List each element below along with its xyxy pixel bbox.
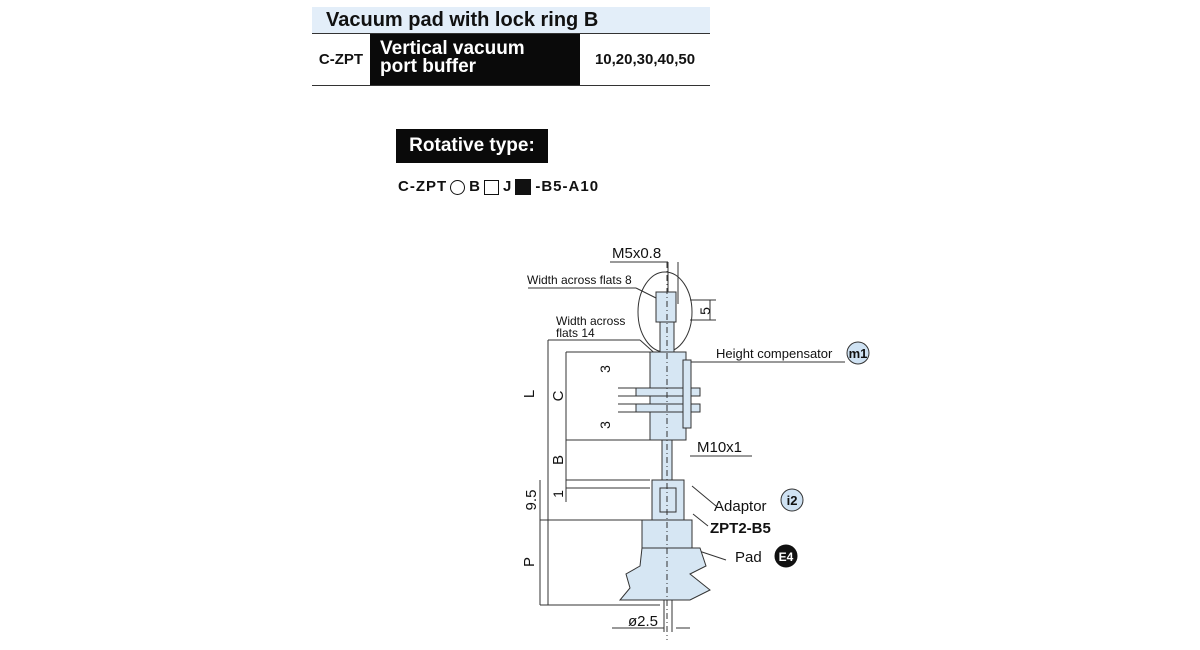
adaptor-inner	[659, 487, 677, 513]
dim-diameter-label: ø2.5	[628, 613, 658, 630]
width-flats-14-line2: flats 14	[556, 326, 595, 340]
spec-name-line2: port buffer	[380, 56, 477, 77]
model-prefix: C-ZPT	[398, 178, 448, 195]
dim-B-label: B	[550, 455, 567, 465]
buffer-body	[649, 351, 687, 389]
spec-sizes: 10,20,30,40,50	[594, 51, 696, 68]
adaptor-label: Adaptor	[714, 498, 767, 515]
circle-symbol-icon	[450, 179, 466, 195]
dim-9-5-label: 9.5	[523, 490, 540, 511]
width-flats-14-line1: Width across	[556, 314, 625, 328]
dim-3b-label: 3	[597, 421, 613, 429]
dim-C-label: C	[550, 390, 567, 401]
spec-name: Vertical vacuum port buffer	[370, 34, 580, 85]
assembly	[618, 291, 711, 601]
hex-fitting-top	[655, 291, 677, 323]
width-flats-8-label: Width across flats 8	[527, 273, 632, 287]
thread-top-label: M5x0.8	[612, 245, 661, 262]
dim-3a-label: 3	[597, 365, 613, 373]
adaptor-model-label: ZPT2-B5	[710, 520, 771, 537]
dim-5-label: 5	[697, 307, 713, 315]
i2-badge-icon	[780, 488, 804, 512]
model-suffix: -B5-A10	[535, 178, 600, 195]
buffer-body-lower	[649, 411, 687, 441]
model-number: C-ZPT B J -B5-A10	[398, 176, 599, 198]
m1-badge-icon	[846, 341, 870, 365]
pad-label: Pad	[735, 549, 762, 566]
filled-square-symbol-icon	[515, 179, 532, 195]
i2-badge-label: i2	[787, 493, 798, 508]
m1-badge-label: m1	[849, 346, 868, 361]
dim-P-label: P	[521, 557, 538, 567]
e4-badge-icon	[774, 544, 798, 568]
height-compensator-label: Height compensator	[716, 346, 833, 361]
bellows-pad	[618, 547, 711, 601]
spec-row: C-ZPT Vertical vacuum port buffer 10,20,…	[312, 33, 710, 86]
model-j: J	[503, 178, 513, 195]
nut-spacer	[649, 395, 687, 405]
square-symbol-icon	[484, 179, 500, 195]
dim-L-label: L	[521, 390, 538, 398]
model-b: B	[469, 178, 482, 195]
e4-badge-label: E4	[779, 550, 794, 564]
rotative-type-badge: Rotative type:	[396, 129, 548, 163]
height-compensator-slot	[682, 359, 692, 429]
spec-code: C-ZPT	[318, 51, 364, 68]
dim-1-label: 1	[550, 490, 566, 498]
spec-name-line1: Vertical vacuum	[380, 38, 525, 59]
thread-m10-label: M10x1	[697, 439, 742, 456]
product-title: Vacuum pad with lock ring B	[312, 7, 710, 33]
